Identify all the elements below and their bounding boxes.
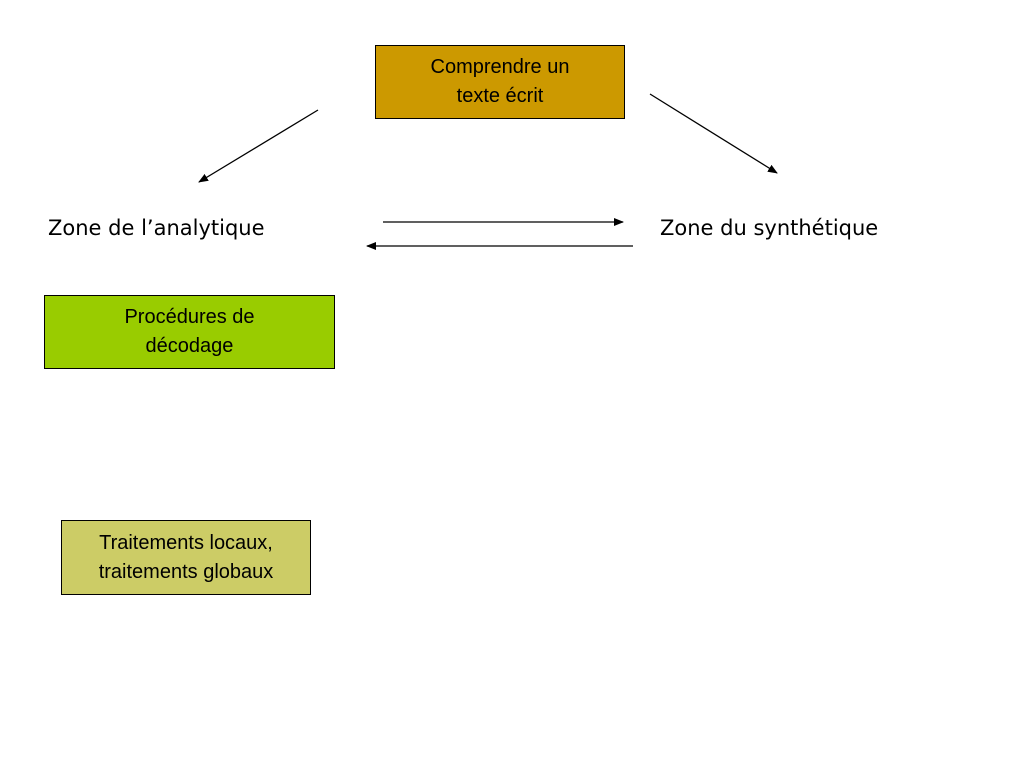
node-comprendre-texte-text: Comprendre un texte écrit [431,53,570,111]
arrow-top-to-analytique [198,109,319,183]
node-traitements-text: Traitements locaux, traitements globaux [99,529,274,587]
node-procedures-decodage-line-1: Procédures de [124,306,255,328]
node-procedures-decodage: Procédures de décodage [44,295,335,369]
node-traitements-line-2: traitements globaux [98,560,274,583]
node-comprendre-texte-line-2: texte écrit [456,85,544,107]
arrow-top-to-synthetique [649,93,778,174]
label-zone-synthetique: Zone du synthétique [660,216,879,240]
node-comprendre-texte-line-1: Comprendre un [430,56,570,78]
node-comprendre-texte: Comprendre un texte écrit [375,45,625,119]
node-traitements: Traitements locaux, traitements globaux [61,520,311,595]
label-zone-analytique: Zone de l’analytique [48,216,265,240]
node-procedures-decodage-text: Procédures de décodage [124,303,254,361]
node-traitements-line-1: Traitements locaux, [99,531,273,554]
node-procedures-decodage-line-2: décodage [145,335,234,357]
